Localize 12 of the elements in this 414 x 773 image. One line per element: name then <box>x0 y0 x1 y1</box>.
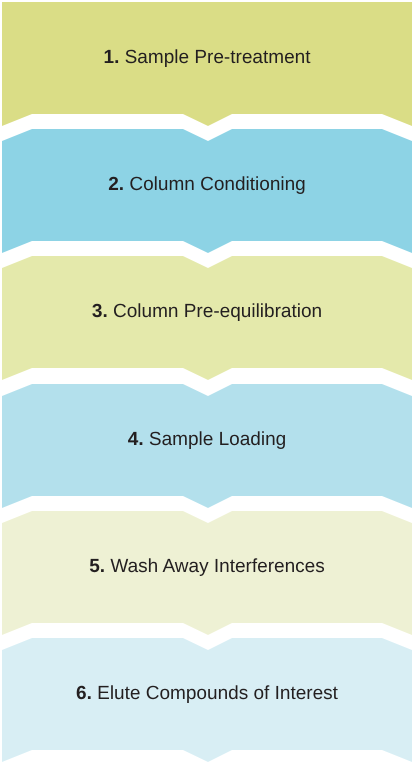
process-step-band <box>2 2 412 126</box>
step-label: 3. Column Pre-equilibration <box>92 301 322 323</box>
step-label: 4. Sample Loading <box>128 429 286 451</box>
step-label: 6. Elute Compounds of Interest <box>76 683 338 705</box>
process-step-band <box>2 511 412 635</box>
process-step-band <box>2 638 412 762</box>
step-label: 5. Wash Away Interferences <box>89 556 325 578</box>
step-label: 1. Sample Pre-treatment <box>104 47 310 69</box>
process-step-band <box>2 384 412 508</box>
process-step-band <box>2 129 412 253</box>
process-step-band <box>2 256 412 380</box>
step-label: 2. Column Conditioning <box>108 174 306 196</box>
